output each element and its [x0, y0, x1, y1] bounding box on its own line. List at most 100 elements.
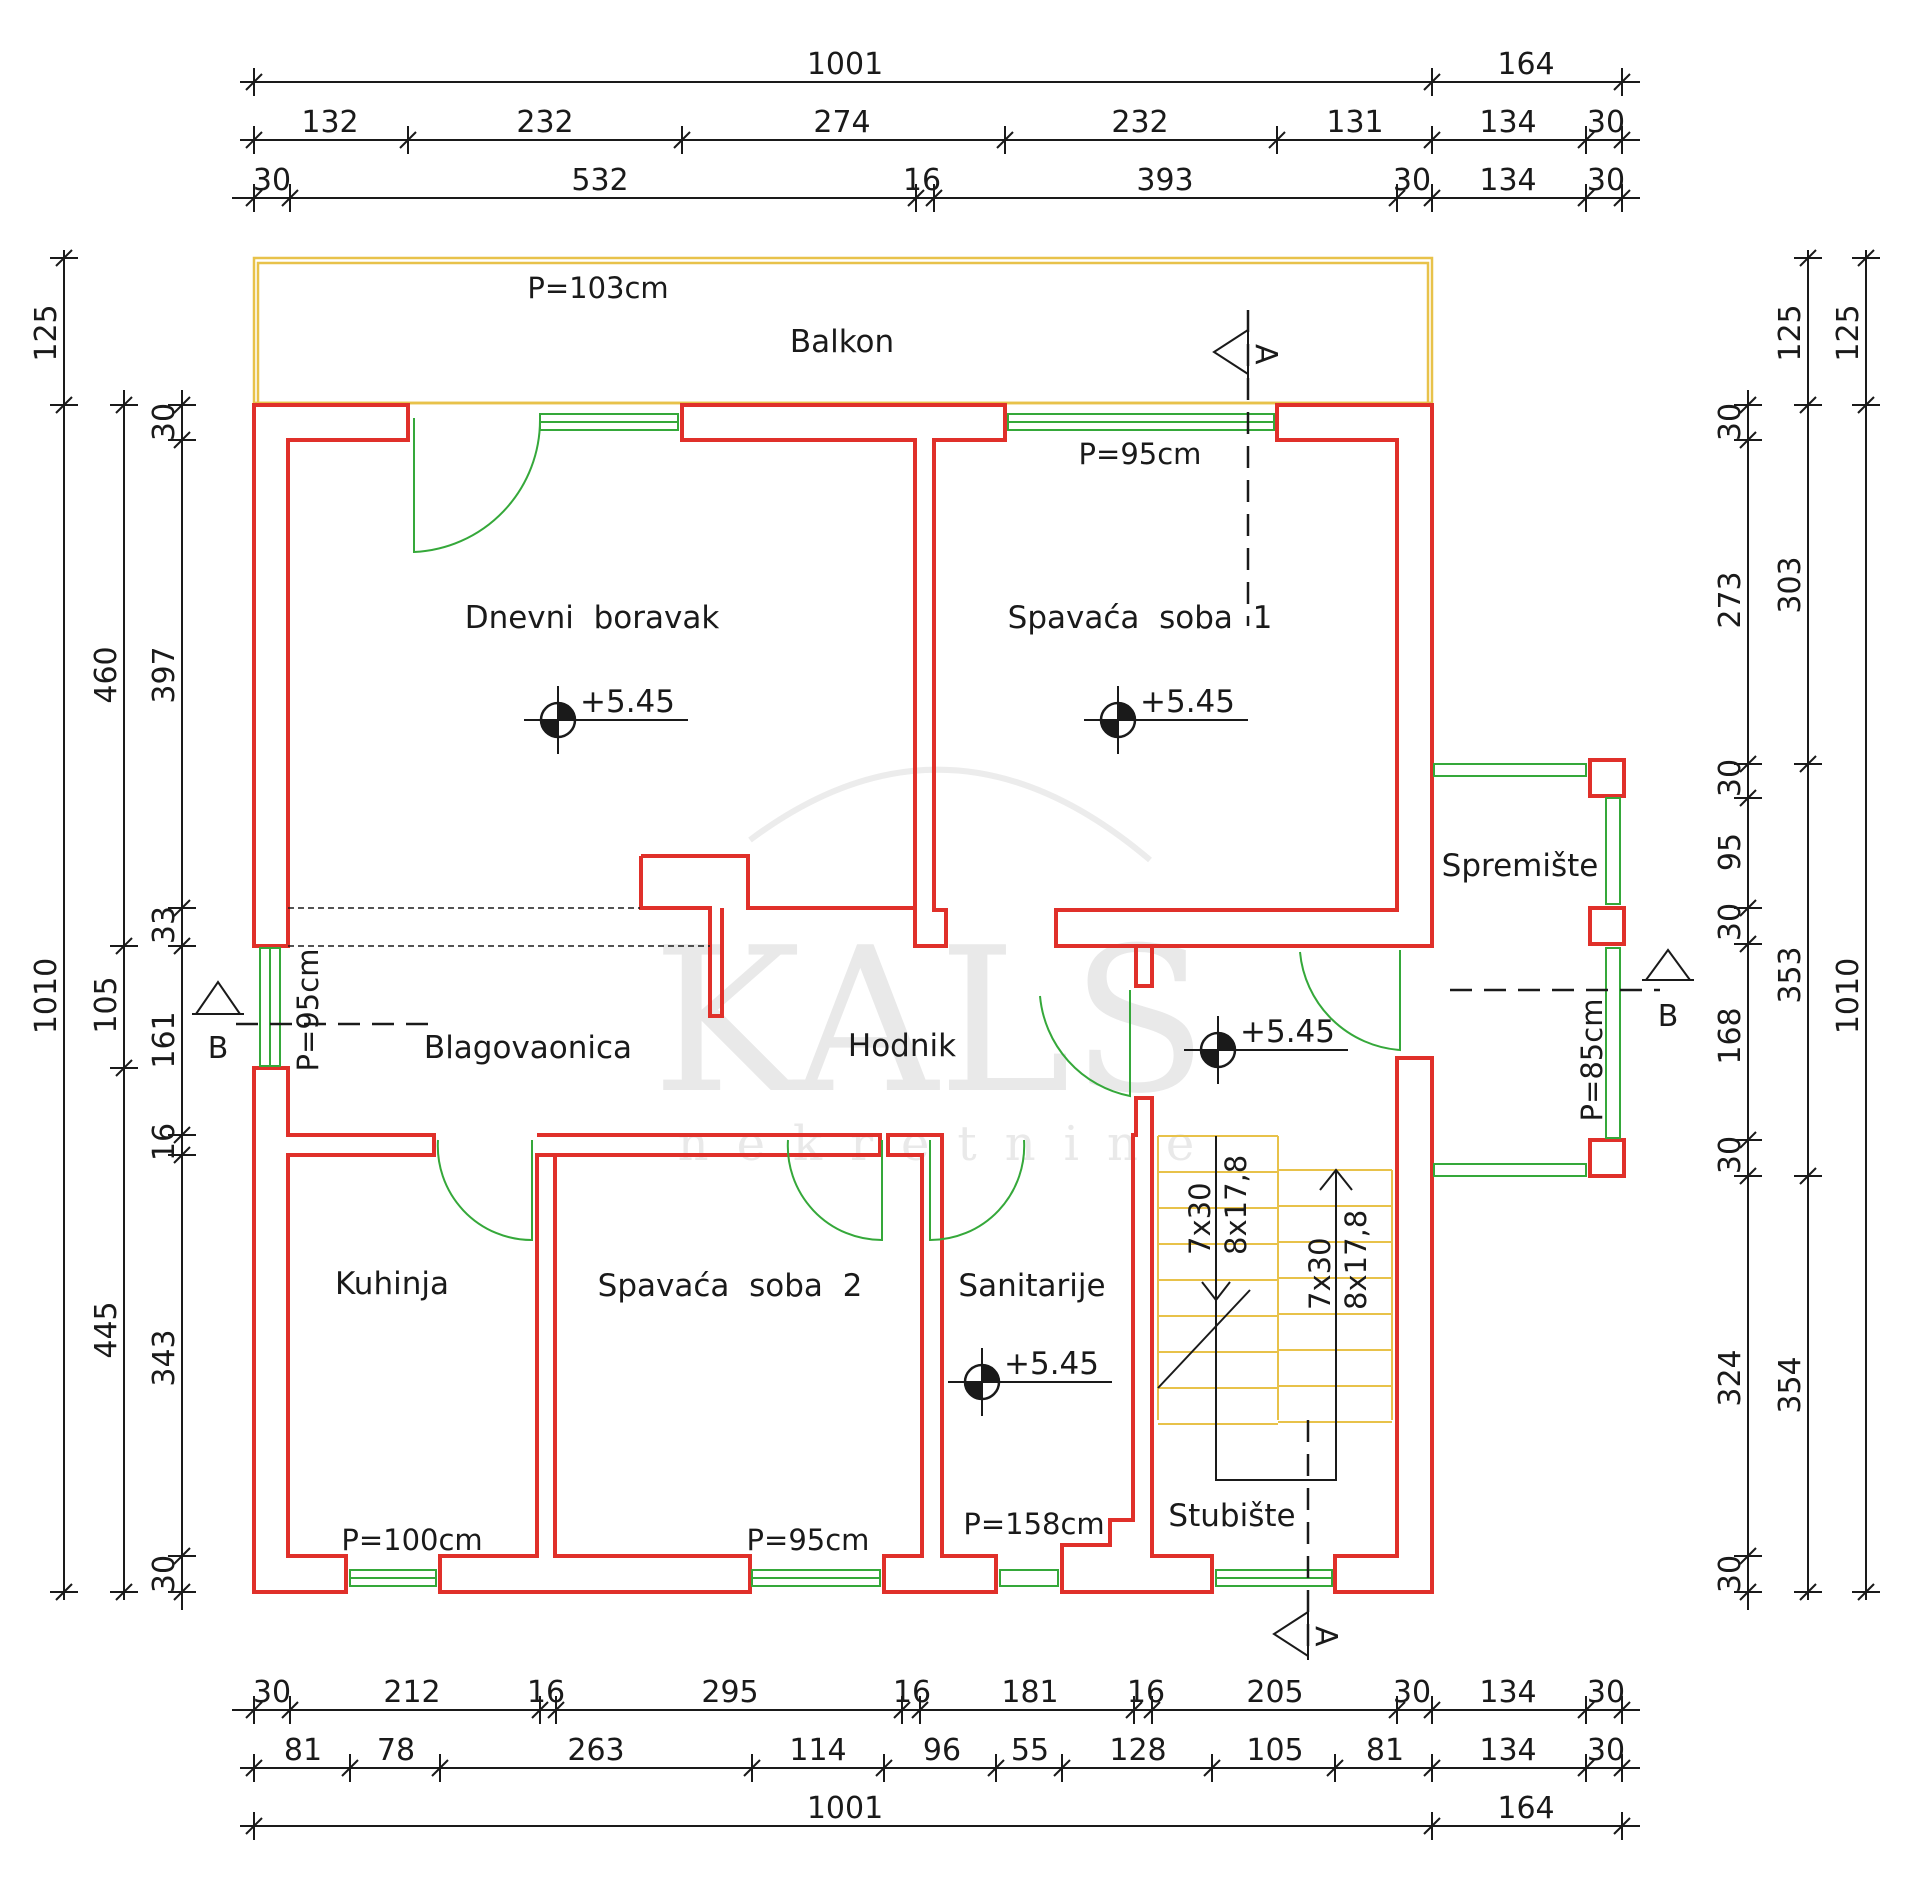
- dim-right-outer-2: 1010: [1831, 958, 1866, 1034]
- dim-bot-r1-10: 134: [1479, 1675, 1536, 1710]
- dim-right-inner-5: 30: [1713, 903, 1748, 941]
- level-marker: +5.45: [524, 684, 688, 754]
- section-a-top: A: [1248, 344, 1283, 365]
- note-window-bedroom2: P=95cm: [747, 1523, 870, 1557]
- dim-top-total-1: 1001: [807, 47, 883, 82]
- dim-bot-r1-2: 212: [383, 1675, 440, 1710]
- dim-bot-r1-8: 205: [1246, 1675, 1303, 1710]
- watermark-sub: nekretnine: [678, 1116, 1223, 1172]
- level-marker: +5.45: [1084, 684, 1248, 754]
- room-balkon: Balkon: [790, 324, 894, 360]
- watermark: KALS nekretnine: [652, 766, 1223, 1172]
- dim-left-inner-3: 33: [147, 906, 182, 944]
- dim-top-total-2: 164: [1497, 47, 1554, 82]
- stairs-right-2: 8x17,8: [1339, 1210, 1373, 1310]
- watermark-swoosh: [748, 766, 1152, 863]
- dim-bot-r1-1: 30: [253, 1675, 291, 1710]
- dim-top-r3-6: 134: [1479, 163, 1536, 198]
- dim-right-inner-6: 168: [1713, 1007, 1748, 1064]
- dim-bot-r1-7: 16: [1127, 1675, 1165, 1710]
- dim-bottom: 30 212 16 295 16 181 16 205 30 134 30 81…: [253, 1675, 1625, 1826]
- dim-left-inner-2: 397: [147, 646, 182, 703]
- room-blagovaonica: Blagovaonica: [424, 1030, 632, 1066]
- dim-lines-vertical: [50, 249, 1880, 1610]
- room-kuhinja: Kuhinja: [335, 1266, 449, 1302]
- dim-left-mid-1: 460: [89, 646, 124, 703]
- dim-lines-horizontal: [232, 68, 1640, 1840]
- dim-top-r2-7: 30: [1587, 105, 1625, 140]
- dim-right-inner-4: 95: [1713, 833, 1748, 871]
- room-spavaca-soba-1: Spavaća soba 1: [1008, 600, 1273, 636]
- stairs-right-1: 7x30: [1303, 1237, 1337, 1310]
- note-window-kitchen: P=100cm: [341, 1523, 482, 1557]
- dim-right-inner-2: 273: [1713, 571, 1748, 628]
- dim-left-mid-3: 445: [89, 1301, 124, 1358]
- room-spavaca-soba-2: Spavaća soba 2: [598, 1268, 863, 1304]
- note-window-storage: P=85cm: [1575, 999, 1609, 1122]
- walls: [252, 403, 1626, 1594]
- dim-bot-r1-4: 295: [701, 1675, 758, 1710]
- dim-right-mid-1: 125: [1773, 304, 1808, 361]
- room-labels: Balkon Dnevni boravak Spavaća soba 1 Spr…: [335, 324, 1598, 1534]
- dim-left-inner-1: 30: [147, 403, 182, 441]
- section-a-bottom: A: [1308, 1626, 1343, 1647]
- room-dnevni-boravak: Dnevni boravak: [465, 600, 720, 636]
- room-stubiste: Stubište: [1168, 1498, 1295, 1534]
- dim-right-inner-8: 324: [1713, 1349, 1748, 1406]
- level-value: +5.45: [580, 684, 675, 720]
- dim-right-inner-9: 30: [1713, 1555, 1748, 1593]
- dim-top-r2-5: 131: [1326, 105, 1383, 140]
- dim-right-mid-3: 353: [1773, 946, 1808, 1003]
- watermark-logo: KALS: [652, 905, 1208, 1138]
- windows: [259, 413, 1621, 1587]
- staircase: 7x30 8x17,8 7x30 8x17,8: [1157, 1135, 1393, 1481]
- dim-left-inner-4: 161: [147, 1011, 182, 1068]
- dim-left-inner-5: 16: [147, 1123, 182, 1161]
- level-marker: +5.45: [1184, 1014, 1348, 1084]
- note-balcony-rail: P=103cm: [527, 271, 668, 305]
- dim-right-inner-1: 30: [1713, 403, 1748, 441]
- dim-bot-r2-3: 263: [567, 1733, 624, 1768]
- dim-top: 1001 164 132 232 274 232 131 134 30 30 5…: [253, 47, 1625, 198]
- level-value: +5.45: [1240, 1014, 1335, 1050]
- dim-bot-r1-9: 30: [1393, 1675, 1431, 1710]
- dim-bot-r2-8: 105: [1246, 1733, 1303, 1768]
- section-lines: A A B B: [192, 310, 1694, 1660]
- opening-notes: P=103cm P=95cm P=95cm P=85cm P=100cm P=9…: [291, 271, 1609, 1557]
- level-marker: +5.45: [948, 1346, 1112, 1416]
- dim-top-r3-7: 30: [1587, 163, 1625, 198]
- dim-bot-r2-4: 114: [789, 1733, 846, 1768]
- dim-top-r2-6: 134: [1479, 105, 1536, 140]
- section-b-right: B: [1658, 999, 1679, 1034]
- dim-right-outer-1: 125: [1831, 304, 1866, 361]
- dim-bot-r2-1: 81: [284, 1733, 322, 1768]
- note-window-sanitary: P=158cm: [963, 1507, 1104, 1541]
- dim-top-r3-4: 393: [1136, 163, 1193, 198]
- dim-left-outer-2: 1010: [29, 958, 64, 1034]
- dim-top-r2-3: 274: [813, 105, 870, 140]
- dim-right-mid-4: 354: [1773, 1356, 1808, 1413]
- stairs-left-1: 7x30: [1183, 1182, 1217, 1255]
- room-hodnik: Hodnik: [848, 1028, 956, 1064]
- dim-left-mid-2: 105: [89, 976, 124, 1033]
- dim-bot-r1-5: 16: [893, 1675, 931, 1710]
- dim-top-r2-1: 132: [301, 105, 358, 140]
- dim-bot-r1-3: 16: [527, 1675, 565, 1710]
- level-value: +5.45: [1004, 1346, 1099, 1382]
- dim-bot-r1-6: 181: [1001, 1675, 1058, 1710]
- dim-top-r3-2: 532: [571, 163, 628, 198]
- dim-left-outer-1: 125: [29, 304, 64, 361]
- dim-top-r3-5: 30: [1393, 163, 1431, 198]
- dim-bot-r2-2: 78: [377, 1733, 415, 1768]
- dim-bot-r2-5: 96: [923, 1733, 961, 1768]
- dim-left-inner-7: 30: [147, 1555, 182, 1593]
- dim-right-inner-7: 30: [1713, 1136, 1748, 1174]
- dim-bot-total-2: 164: [1497, 1791, 1554, 1826]
- dim-right: 30 273 30 95 30 168 30 324 30 125 303 35…: [1713, 304, 1866, 1593]
- dim-left-inner-6: 343: [147, 1329, 182, 1386]
- dim-top-r3-1: 30: [253, 163, 291, 198]
- doors: [413, 418, 1401, 1242]
- dim-top-r3-3: 16: [903, 163, 941, 198]
- dim-top-r2-4: 232: [1111, 105, 1168, 140]
- room-sanitarije: Sanitarije: [958, 1268, 1105, 1304]
